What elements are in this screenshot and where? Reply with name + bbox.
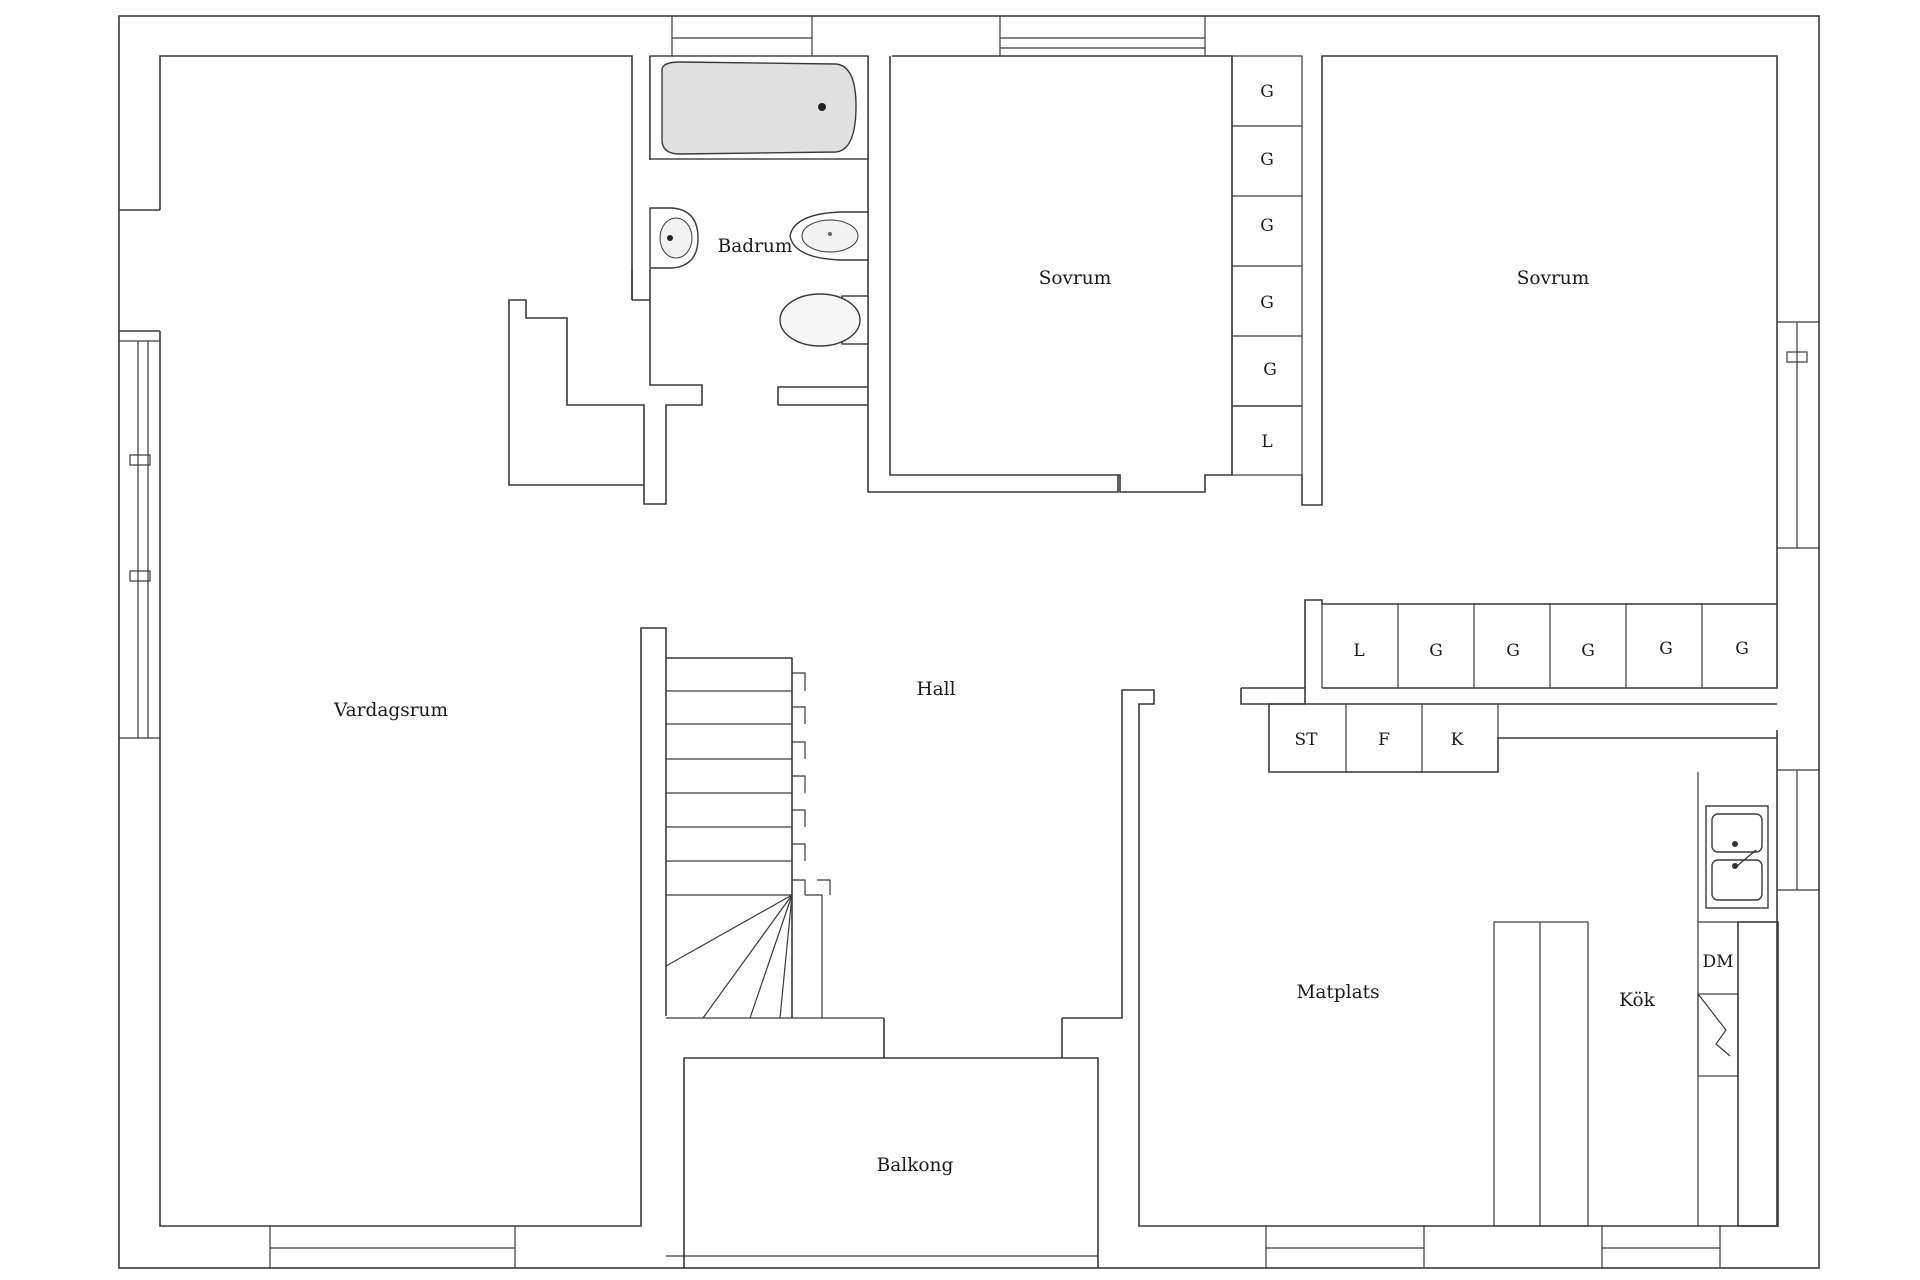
- toilet-icon: [779, 293, 869, 347]
- appliance-label-stove: ST: [1295, 730, 1319, 750]
- windows: [119, 16, 1819, 1268]
- bathtub-icon: [649, 55, 869, 160]
- bidet-icon: [789, 211, 869, 261]
- balcony: [683, 1016, 1123, 1268]
- kitchen-counter: [1697, 921, 1779, 1227]
- room-label-badrum: Badrum: [718, 236, 793, 257]
- cabinet-label: L: [1261, 432, 1272, 452]
- cabinet-label: G: [1659, 639, 1673, 659]
- outer-walls: [118, 15, 1820, 1269]
- cabinet-label: L: [1353, 641, 1364, 661]
- room-label-matplats: Matplats: [1296, 982, 1379, 1003]
- appliance-label-dishwasher: DM: [1702, 952, 1733, 972]
- dining-table-icon: [1493, 921, 1589, 1227]
- cabinet-label: G: [1260, 150, 1274, 170]
- sink-icon: [649, 207, 699, 269]
- kitchen-sink-icon: [1705, 805, 1769, 909]
- room-label-kok: Kök: [1619, 990, 1655, 1011]
- cabinet-label: G: [1429, 641, 1443, 661]
- cabinet-label: G: [1260, 216, 1274, 236]
- hall-storage-row: [1240, 599, 1778, 1226]
- cabinet-label: G: [1581, 641, 1595, 661]
- room-label-balkong: Balkong: [877, 1155, 954, 1176]
- closet-column: [1231, 55, 1323, 506]
- room-label-hall: Hall: [917, 679, 956, 700]
- appliance-label-fridge: K: [1451, 730, 1464, 750]
- cabinet-label: G: [1260, 293, 1274, 313]
- room-label-sovrum-2: Sovrum: [1517, 268, 1590, 289]
- cabinet-label: G: [1263, 360, 1277, 380]
- room-label-sovrum-1: Sovrum: [1039, 268, 1112, 289]
- staircase: [665, 657, 884, 1019]
- appliance-label-freezer: F: [1378, 730, 1390, 750]
- cabinet-label: G: [1735, 639, 1749, 659]
- room-label-vardagsrum: Vardagsrum: [333, 700, 449, 721]
- cabinet-label: G: [1506, 641, 1520, 661]
- cabinet-label: G: [1260, 82, 1274, 102]
